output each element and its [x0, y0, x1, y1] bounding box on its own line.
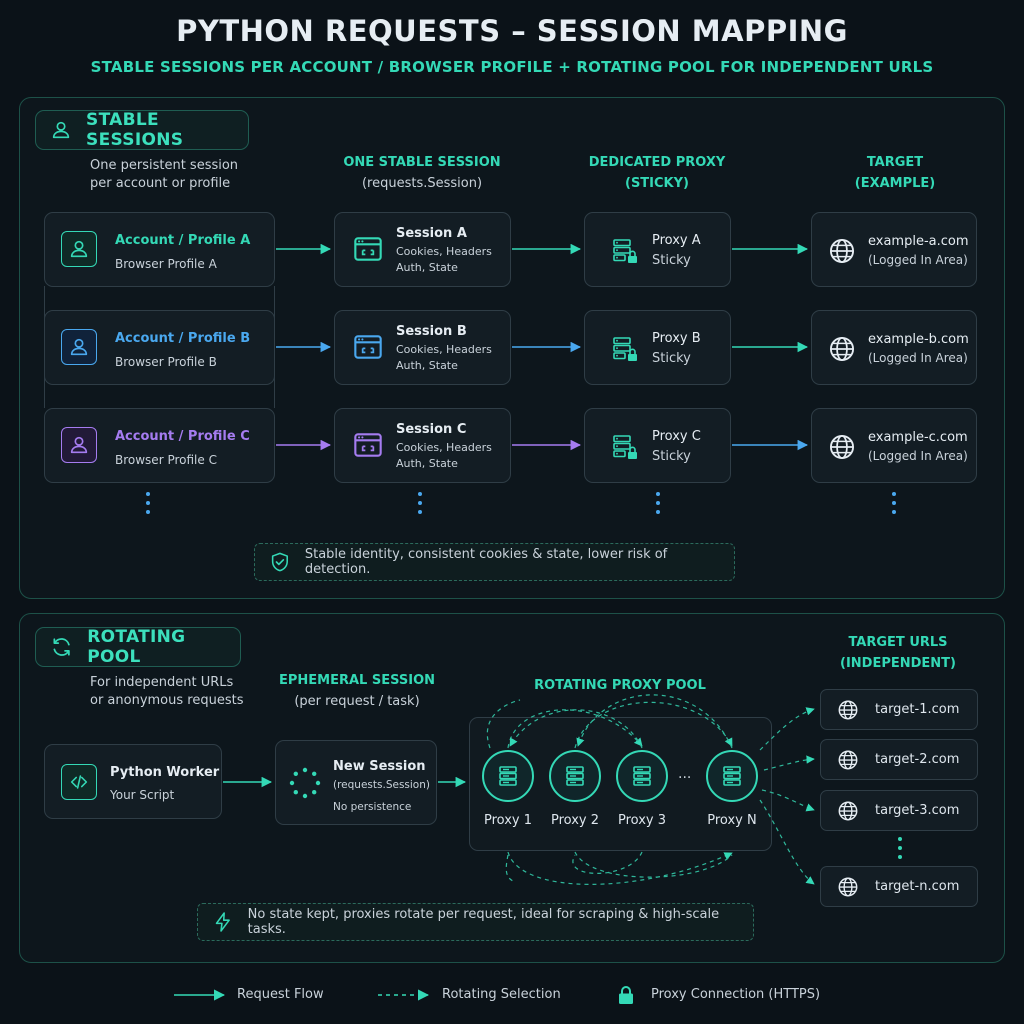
rotating-note-text: No state kept, proxies rotate per reques… [247, 907, 720, 937]
code-icon [61, 764, 97, 800]
proxy-box-b[interactable]: Proxy B Sticky [584, 310, 731, 385]
stable-sessions-header: STABLE SESSIONS [35, 110, 249, 150]
stable-sessions-title: STABLE SESSIONS [86, 110, 184, 150]
profile-name: Browser Profile A [115, 257, 217, 271]
proxy-name: Proxy C [652, 429, 701, 444]
target-box-a[interactable]: example-a.com (Logged In Area) [811, 212, 977, 287]
proxy-3-label: Proxy 3 [617, 813, 666, 828]
python-worker-box[interactable]: Python Worker Your Script [44, 744, 222, 819]
lock-icon [619, 986, 633, 1004]
target-box-c[interactable]: example-c.com (Logged In Area) [811, 408, 977, 483]
session-detail: Cookies, Headers [396, 245, 492, 258]
proxy-2-node[interactable] [549, 750, 601, 802]
column-header-session: ONE STABLE SESSION (requests.Session) [343, 155, 501, 191]
target-name: example-a.com [868, 234, 969, 249]
account-name: Account / Profile C [115, 429, 250, 444]
target-url-3[interactable]: target-3.com [820, 790, 978, 831]
user-icon [61, 427, 97, 463]
target-sub: (Logged In Area) [868, 253, 968, 267]
account-box-a[interactable]: Account / Profile A Browser Profile A [44, 212, 275, 287]
more-rows-indicator [418, 492, 422, 519]
proxy-box-a[interactable]: Proxy A Sticky [584, 212, 731, 287]
session-detail: Auth, State [396, 359, 458, 372]
user-icon [61, 329, 97, 365]
session-box-a[interactable]: Session A Cookies, Headers Auth, State [334, 212, 511, 287]
target-url-1[interactable]: target-1.com [820, 689, 978, 730]
proxy-name: Proxy B [652, 331, 701, 346]
session-box-b[interactable]: Session B Cookies, Headers Auth, State [334, 310, 511, 385]
profile-name: Browser Profile C [115, 453, 217, 467]
account-name: Account / Profile B [115, 331, 251, 346]
column-header-target: TARGET (EXAMPLE) [854, 155, 936, 191]
legend-rotating-line [378, 989, 430, 1001]
target-url-n[interactable]: target-n.com [820, 866, 978, 907]
proxy-n-node[interactable] [706, 750, 758, 802]
session-name: Session B [396, 324, 467, 339]
proxy-1-label: Proxy 1 [483, 813, 532, 828]
worker-name: Python Worker [110, 765, 220, 780]
legend-request-flow-line [174, 989, 226, 1001]
session-detail: Cookies, Headers [396, 343, 492, 356]
loading-icon [288, 766, 322, 804]
pool-title: ROTATING PROXY POOL [534, 678, 706, 693]
target-url-2[interactable]: target-2.com [820, 739, 978, 780]
profile-name: Browser Profile B [115, 355, 217, 369]
proxy-1-node[interactable] [482, 750, 534, 802]
rotating-pool-header: ROTATING POOL [35, 627, 241, 667]
more-rows-indicator [892, 492, 896, 519]
page-title: PYTHON REQUESTS – SESSION MAPPING [176, 14, 848, 48]
rotating-pool-description: For independent URLs or anonymous reques… [90, 675, 244, 708]
proxy-3-node[interactable] [616, 750, 668, 802]
account-name: Account / Profile A [115, 233, 251, 248]
rotating-pool-note: No state kept, proxies rotate per reques… [197, 903, 754, 941]
stable-note-text: Stable identity, consistent cookies & st… [304, 547, 668, 577]
refresh-icon [53, 638, 70, 656]
worker-sub: Your Script [110, 788, 175, 802]
pool-ellipsis: ··· [678, 770, 692, 786]
column-header-target-urls: TARGET URLS (INDEPENDENT) [840, 635, 956, 671]
proxy-sub: Sticky [652, 351, 691, 366]
session-detail: Cookies, Headers [396, 441, 492, 454]
new-session-box[interactable]: New Session (requests.Session) No persis… [275, 740, 437, 825]
proxy-n-label: Proxy N [707, 813, 757, 828]
new-session-detail: No persistence [333, 801, 412, 813]
proxy-sub: Sticky [652, 253, 691, 268]
new-session-detail: (requests.Session) [333, 779, 430, 791]
target-sub: (Logged In Area) [868, 449, 968, 463]
lightning-icon [215, 912, 230, 932]
new-session-name: New Session [333, 759, 426, 774]
session-detail: Auth, State [396, 261, 458, 274]
proxy-sub: Sticky [652, 449, 691, 464]
stable-sessions-note: Stable identity, consistent cookies & st… [254, 543, 735, 581]
target-sub: (Logged In Area) [868, 351, 968, 365]
legend-proxy-connection: Proxy Connection (HTTPS) [651, 987, 821, 1002]
target-box-b[interactable]: example-b.com (Logged In Area) [811, 310, 977, 385]
proxy-box-c[interactable]: Proxy C Sticky [584, 408, 731, 483]
session-box-c[interactable]: Session C Cookies, Headers Auth, State [334, 408, 511, 483]
column-header-ephemeral: EPHEMERAL SESSION (per request / task) [278, 673, 436, 709]
session-detail: Auth, State [396, 457, 458, 470]
more-rows-indicator [146, 492, 150, 519]
stable-flow-arrows [276, 243, 809, 451]
rotating-pool-title: ROTATING POOL [87, 627, 186, 667]
column-header-proxy: DEDICATED PROXY (STICKY) [588, 155, 726, 191]
more-rows-indicator [656, 492, 660, 519]
page-subtitle: STABLE SESSIONS PER ACCOUNT / BROWSER PR… [90, 58, 934, 76]
legend-request-flow: Request Flow [237, 987, 324, 1002]
account-box-b[interactable]: Account / Profile B Browser Profile B [44, 310, 275, 385]
stable-sessions-description: One persistent session per account or pr… [90, 158, 239, 191]
account-box-c[interactable]: Account / Profile C Browser Profile C [44, 408, 275, 483]
target-name: example-c.com [868, 430, 968, 445]
session-name: Session A [396, 226, 467, 241]
target-name: example-b.com [868, 332, 969, 347]
legend-rotating-selection: Rotating Selection [442, 987, 561, 1002]
shield-check-icon [271, 552, 288, 572]
user-icon [61, 231, 97, 267]
more-targets-indicator [898, 837, 902, 864]
proxy-2-label: Proxy 2 [550, 813, 599, 828]
session-name: Session C [396, 422, 467, 437]
proxy-name: Proxy A [652, 233, 701, 248]
